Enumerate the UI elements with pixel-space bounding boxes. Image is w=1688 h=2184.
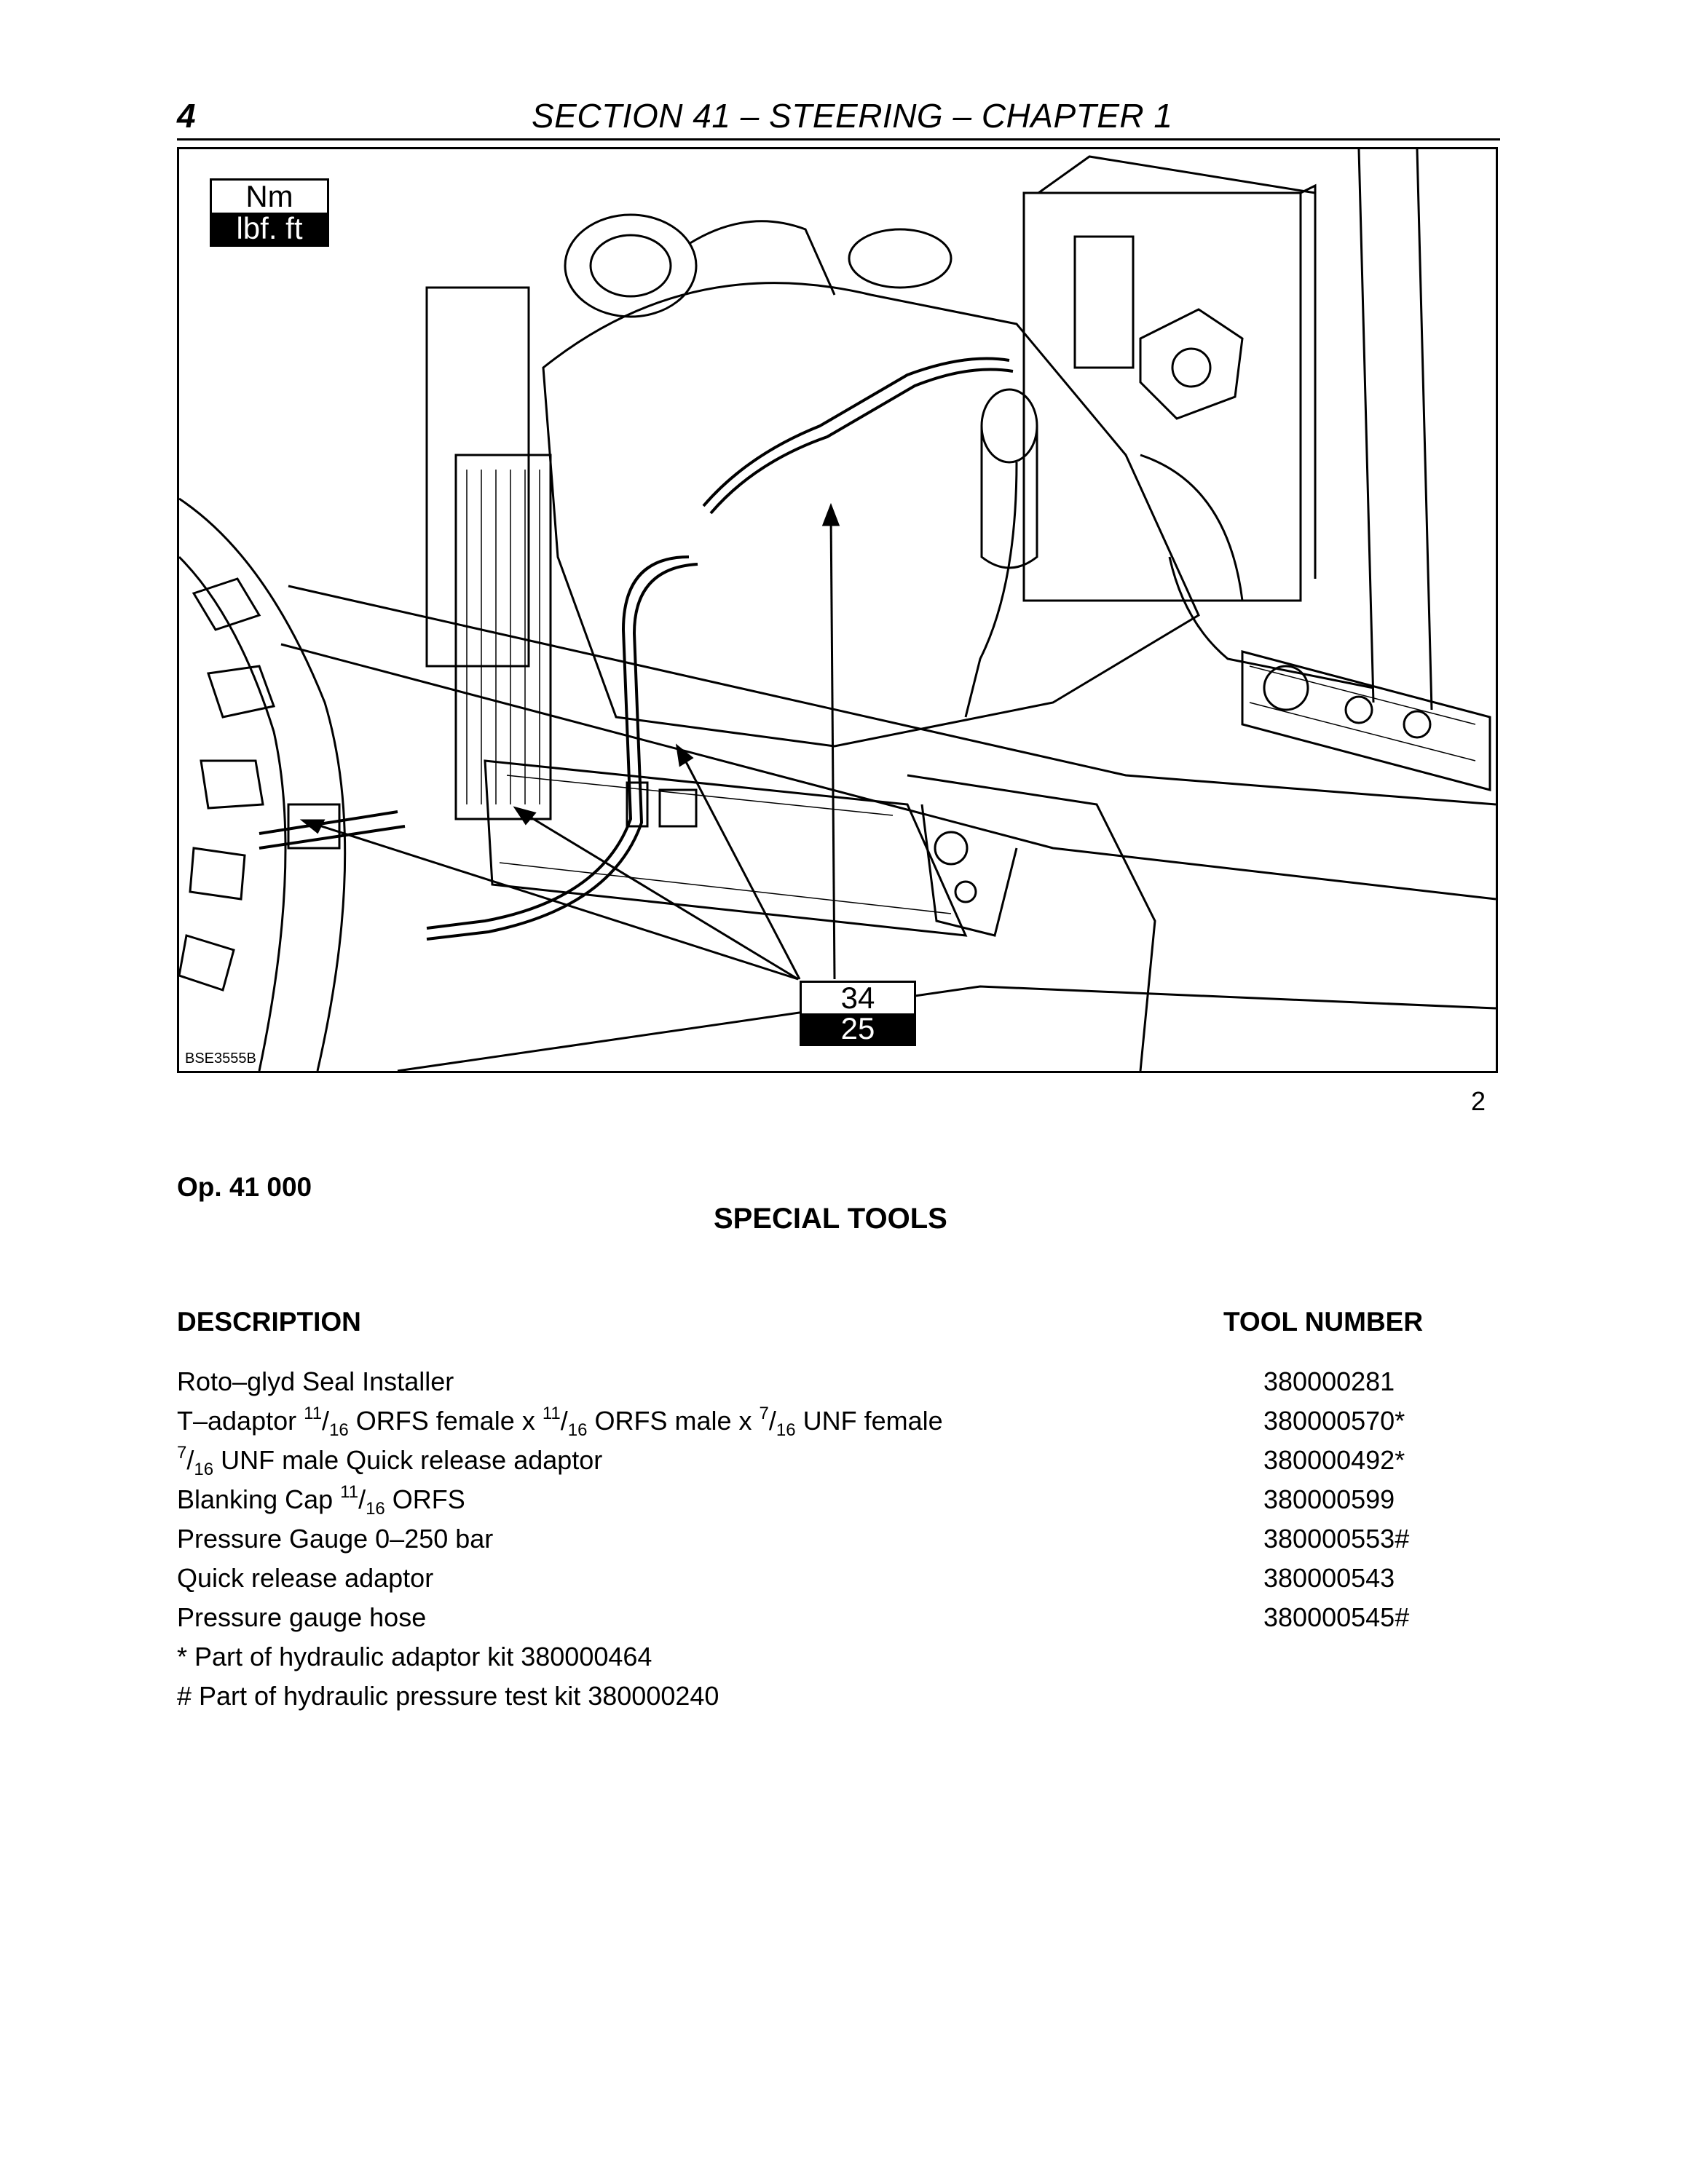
fraction-denominator: 16 xyxy=(194,1460,214,1479)
tool-number: 380000599 xyxy=(1263,1484,1395,1514)
fraction-denominator: 16 xyxy=(776,1420,796,1440)
tool-description: Pressure gauge hose xyxy=(177,1602,427,1632)
fraction: 11/16 xyxy=(304,1404,349,1440)
fraction-denominator: 16 xyxy=(329,1420,349,1440)
torque-value-nm: 34 xyxy=(802,983,914,1013)
fraction-numerator: 7 xyxy=(177,1443,187,1463)
desc-text: T–adaptor xyxy=(177,1406,304,1436)
fraction: 11/16 xyxy=(542,1404,588,1440)
tool-number: 380000553# xyxy=(1263,1524,1410,1554)
torque-unit-nm: Nm xyxy=(212,181,327,213)
section-title: SECTION 41 – STEERING – CHAPTER 1 xyxy=(532,97,1173,135)
desc-text: ORFS female x xyxy=(348,1406,543,1436)
desc-text: UNF male Quick release adaptor xyxy=(213,1445,603,1475)
special-tools-title: SPECIAL TOOLS xyxy=(714,1203,947,1235)
torque-value-lbf: 25 xyxy=(802,1013,914,1044)
fraction-denominator: 16 xyxy=(567,1420,588,1440)
column-header-tool-number: TOOL NUMBER xyxy=(1223,1307,1424,1337)
fraction-numerator: 11 xyxy=(542,1404,561,1423)
tool-row: Quick release adaptor 380000543 xyxy=(177,1563,1488,1602)
tool-description: Quick release adaptor xyxy=(177,1563,434,1593)
fraction-numerator: 11 xyxy=(340,1482,359,1502)
tool-row: 7/16 UNF male Quick release adaptor 3800… xyxy=(177,1443,1488,1484)
footnote-pressure-test-kit: # Part of hydraulic pressure test kit 38… xyxy=(177,1681,719,1711)
footnote-adaptor-kit: * Part of hydraulic adaptor kit 38000046… xyxy=(177,1642,652,1671)
tool-description: Roto–glyd Seal Installer xyxy=(177,1366,454,1396)
fraction: 7/16 xyxy=(759,1404,796,1440)
tool-row: Pressure gauge hose 380000545# xyxy=(177,1602,1488,1642)
tractor-engine-drawing xyxy=(179,149,1496,1071)
tool-description: Pressure Gauge 0–250 bar xyxy=(177,1524,494,1554)
header-rule xyxy=(177,138,1500,141)
operation-label: Op. 41 000 xyxy=(177,1172,312,1202)
tool-description: T–adaptor 11/16 ORFS female x 11/16 ORFS… xyxy=(177,1404,943,1440)
fraction-numerator: 11 xyxy=(304,1404,323,1423)
tool-description: 7/16 UNF male Quick release adaptor xyxy=(177,1443,603,1479)
tool-number: 380000281 xyxy=(1263,1366,1395,1396)
tool-row: Blanking Cap 11/16 ORFS 380000599 xyxy=(177,1484,1488,1524)
tool-row: Roto–glyd Seal Installer 380000281 xyxy=(177,1366,1488,1406)
fraction-numerator: 7 xyxy=(759,1404,769,1423)
figure-number: 2 xyxy=(1471,1086,1486,1116)
fraction: 7/16 xyxy=(177,1443,214,1479)
torque-value-callout: 34 25 xyxy=(800,981,916,1046)
column-header-description: DESCRIPTION xyxy=(177,1307,361,1337)
page-number: 4 xyxy=(177,97,196,135)
desc-text: UNF female xyxy=(795,1406,943,1436)
tool-number: 380000570* xyxy=(1263,1406,1405,1436)
tool-number: 380000545# xyxy=(1263,1602,1410,1632)
fraction-denominator: 16 xyxy=(366,1499,385,1519)
fraction: 11/16 xyxy=(340,1482,385,1519)
desc-text: ORFS xyxy=(384,1484,465,1514)
tool-description: Blanking Cap 11/16 ORFS xyxy=(177,1482,465,1519)
desc-text: Blanking Cap xyxy=(177,1484,341,1514)
tool-number: 380000492* xyxy=(1263,1445,1405,1475)
figure-illustration: Nm lbf. ft 34 25 BSE3555B xyxy=(177,147,1498,1073)
tool-row: T–adaptor 11/16 ORFS female x 11/16 ORFS… xyxy=(177,1404,1488,1445)
torque-unit-badge: Nm lbf. ft xyxy=(210,178,329,247)
desc-text: ORFS male x xyxy=(587,1406,760,1436)
torque-unit-lbf: lbf. ft xyxy=(212,213,327,245)
tool-number: 380000543 xyxy=(1263,1563,1395,1593)
tool-row: Pressure Gauge 0–250 bar 380000553# xyxy=(177,1524,1488,1563)
figure-reference-code: BSE3555B xyxy=(185,1051,256,1067)
